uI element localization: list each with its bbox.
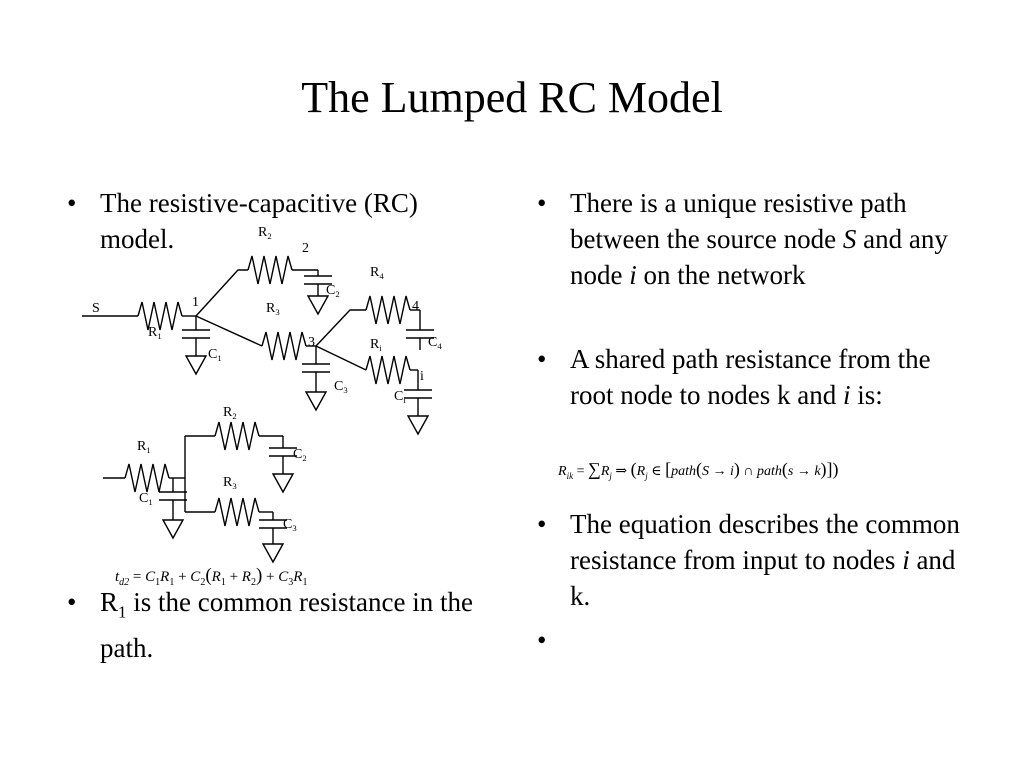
- capacitor-label-c1: C1: [139, 491, 153, 507]
- resistor-label-r4: R4: [370, 265, 384, 281]
- capacitor-label-c2: C2: [326, 283, 340, 299]
- node-label-s: S: [92, 301, 100, 316]
- node-label-1: 1: [192, 295, 199, 310]
- right-bullet-2: • A shared path resistance from the root…: [537, 341, 970, 413]
- resistor-label-r1: R1: [137, 439, 151, 455]
- left-bullet-2-text: R1 is the common resistance in the path.: [100, 587, 473, 664]
- node-label-i: i: [420, 369, 424, 384]
- node-label-2: 2: [302, 241, 309, 256]
- slide-title: The Lumped RC Model: [301, 73, 723, 122]
- capacitor-label-c3: C3: [283, 517, 297, 533]
- capacitor-label-ci: Ci: [394, 389, 406, 405]
- rc-tree-circuit: S 1 2 3 4 i R1 R2 R3 R4 Ri C1 C2 C3 C4 C…: [82, 225, 442, 436]
- left-bullet-1: • The resistive-capacitive (RC) model.: [67, 185, 440, 257]
- right-bullet-2-text: A shared path resistance from the root n…: [570, 344, 931, 410]
- rc-lumped-circuit: R1 R2 R3 C1 C2 C3: [103, 405, 307, 564]
- capacitor-label-c4: C4: [428, 335, 442, 351]
- node-label-4: 4: [412, 299, 419, 314]
- bullet-glyph: •: [537, 625, 547, 655]
- bullet-glyph: •: [537, 188, 547, 218]
- resistor-label-ri: Ri: [370, 337, 382, 353]
- delay-equation: td2 = C1R1 + C2(R1 + R2) + C3R1: [115, 565, 308, 589]
- left-bullet-2: • R1 is the common resistance in the pat…: [67, 584, 500, 666]
- resistor-label-r3: R3: [266, 301, 280, 317]
- right-bullet-3-text: The equation describes the common resist…: [570, 509, 960, 611]
- right-bullet-1: • There is a unique resistive path betwe…: [537, 185, 970, 293]
- left-bullet-1-text: The resistive-capacitive (RC) model.: [100, 188, 418, 254]
- bullet-glyph: •: [67, 587, 77, 617]
- bullet-glyph: •: [537, 509, 547, 539]
- node-label-3: 3: [308, 335, 315, 350]
- capacitor-label-c2: C2: [293, 447, 307, 463]
- resistor-label-r1: R1: [148, 325, 162, 341]
- bullet-glyph: •: [537, 344, 547, 374]
- capacitor-label-c1: C1: [208, 347, 222, 363]
- resistor-label-r2: R2: [258, 225, 272, 241]
- shared-resistance-equation: Rik = ∑Rj ⇒ (Rj ∈ [path(S → i) ∩ path(s …: [558, 459, 839, 481]
- capacitor-label-c3: C3: [334, 379, 348, 395]
- right-bullet-1-text: There is a unique resistive path between…: [570, 188, 948, 290]
- resistor-label-r3: R3: [223, 475, 237, 491]
- resistor-label-r2: R2: [223, 405, 237, 421]
- bullet-glyph: •: [67, 188, 77, 218]
- right-bullet-3: • The equation describes the common resi…: [537, 506, 970, 614]
